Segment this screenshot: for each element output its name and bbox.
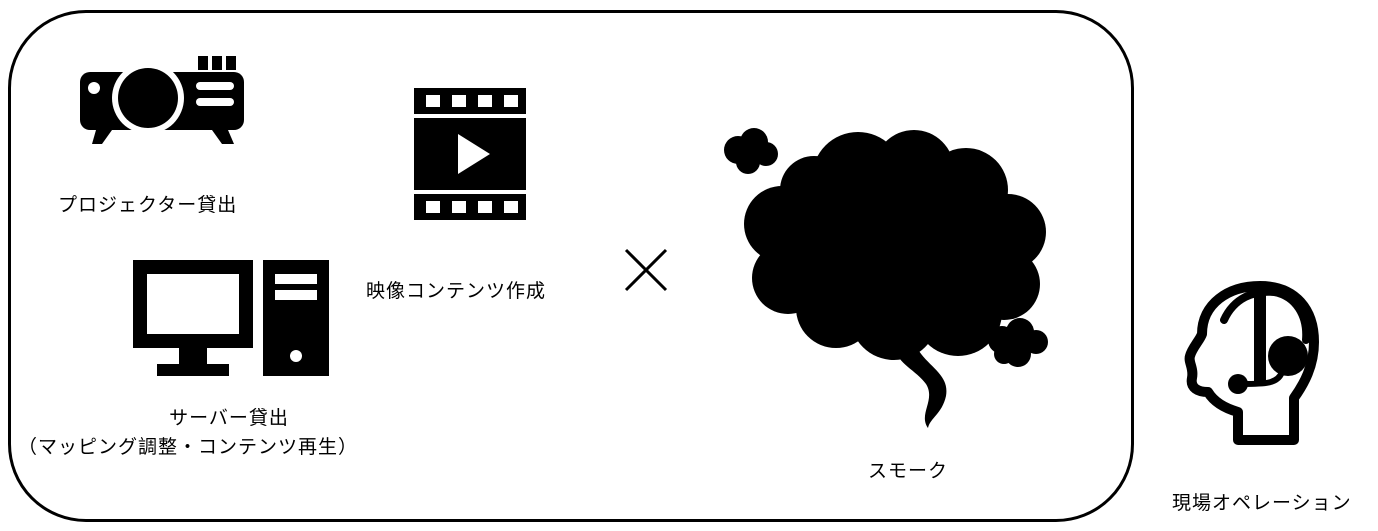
desktop-computer-icon — [133, 260, 329, 378]
server-label-line2: （マッピング調整・コンテンツ再生） — [18, 436, 359, 458]
film-play-icon — [414, 88, 526, 220]
video-label: 映像コンテンツ作成 — [366, 280, 547, 302]
times-icon — [622, 246, 670, 294]
operation-label: 現場オペレーション — [1172, 492, 1352, 514]
services-frame — [8, 10, 1134, 522]
smoke-cloud-icon — [718, 128, 1068, 428]
smoke-label: スモーク — [868, 460, 949, 482]
projector-label: プロジェクター貸出 — [58, 194, 238, 216]
projector-icon — [78, 52, 248, 144]
server-label-line1: サーバー貸出 — [169, 407, 289, 429]
headset-operator-icon — [1184, 280, 1320, 456]
